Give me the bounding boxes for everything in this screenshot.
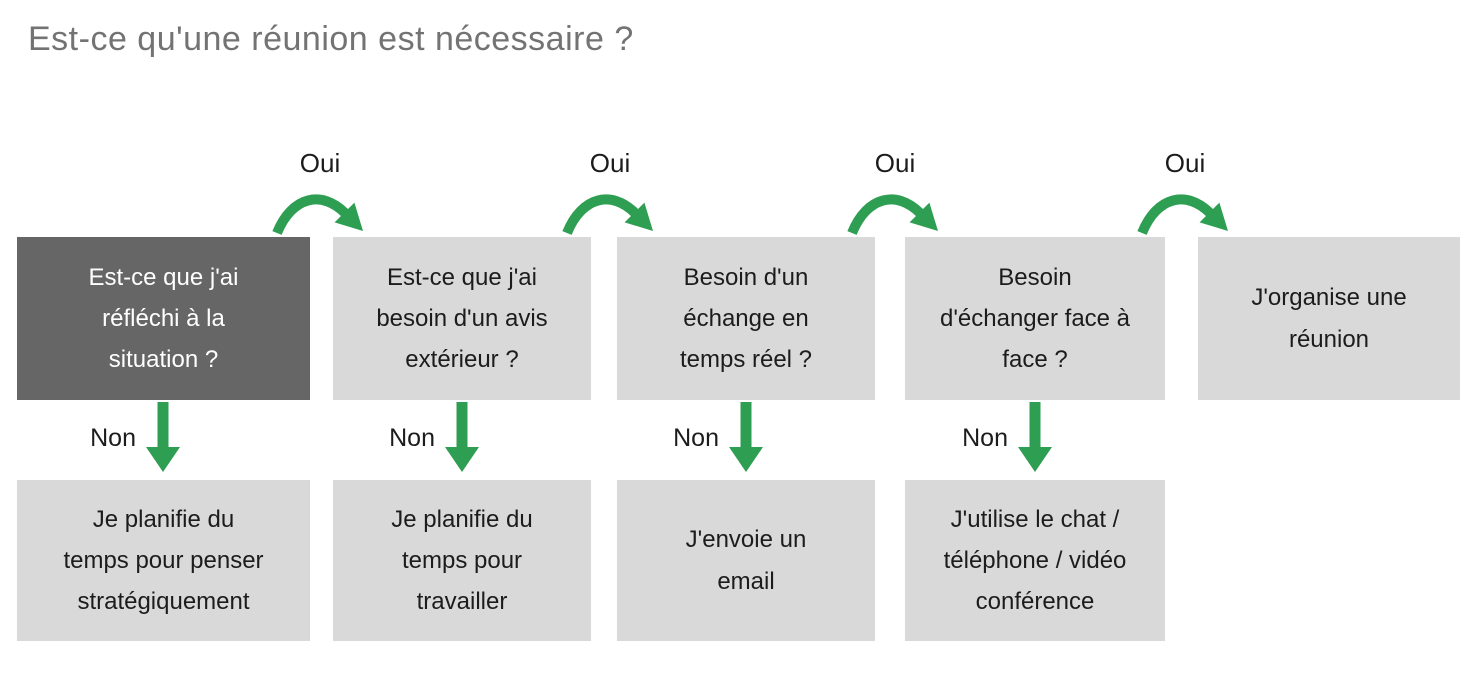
question-box-2: Est-ce que j'ai besoin d'un avis extérie… — [333, 237, 591, 400]
curved-arrow-icon — [562, 194, 653, 236]
page-title: Est-ce qu'une réunion est nécessaire ? — [28, 20, 634, 58]
yes-label: Oui — [874, 148, 916, 178]
down-arrow-icon — [445, 402, 479, 472]
outcome-box-3: J'envoie un email — [617, 480, 875, 641]
curved-arrow-icon — [272, 194, 363, 236]
outcome-box-2: Je planifie du temps pour travailler — [333, 480, 591, 641]
no-label: Non — [90, 424, 136, 452]
yes-label: Oui — [589, 148, 631, 178]
down-arrow-icon — [729, 402, 763, 472]
down-arrow-icon — [146, 402, 180, 472]
question-box-4: Besoin d'échanger face à face ? — [905, 237, 1165, 400]
outcome-box-4: J'utilise le chat / téléphone / vidéo co… — [905, 480, 1165, 641]
yes-label: Oui — [1164, 148, 1206, 178]
yes-label: Oui — [299, 148, 341, 178]
curved-arrow-icon — [847, 194, 938, 236]
curved-arrow-icon — [1137, 194, 1228, 236]
no-label: Non — [389, 424, 435, 452]
no-label: Non — [673, 424, 719, 452]
outcome-box-1: Je planifie du temps pour penser stratég… — [17, 480, 310, 641]
question-box-1: Est-ce que j'ai réfléchi à la situation … — [17, 237, 310, 400]
no-label: Non — [962, 424, 1008, 452]
down-arrow-icon — [1018, 402, 1052, 472]
final-box: J'organise une réunion — [1198, 237, 1460, 400]
question-box-3: Besoin d'un échange en temps réel ? — [617, 237, 875, 400]
